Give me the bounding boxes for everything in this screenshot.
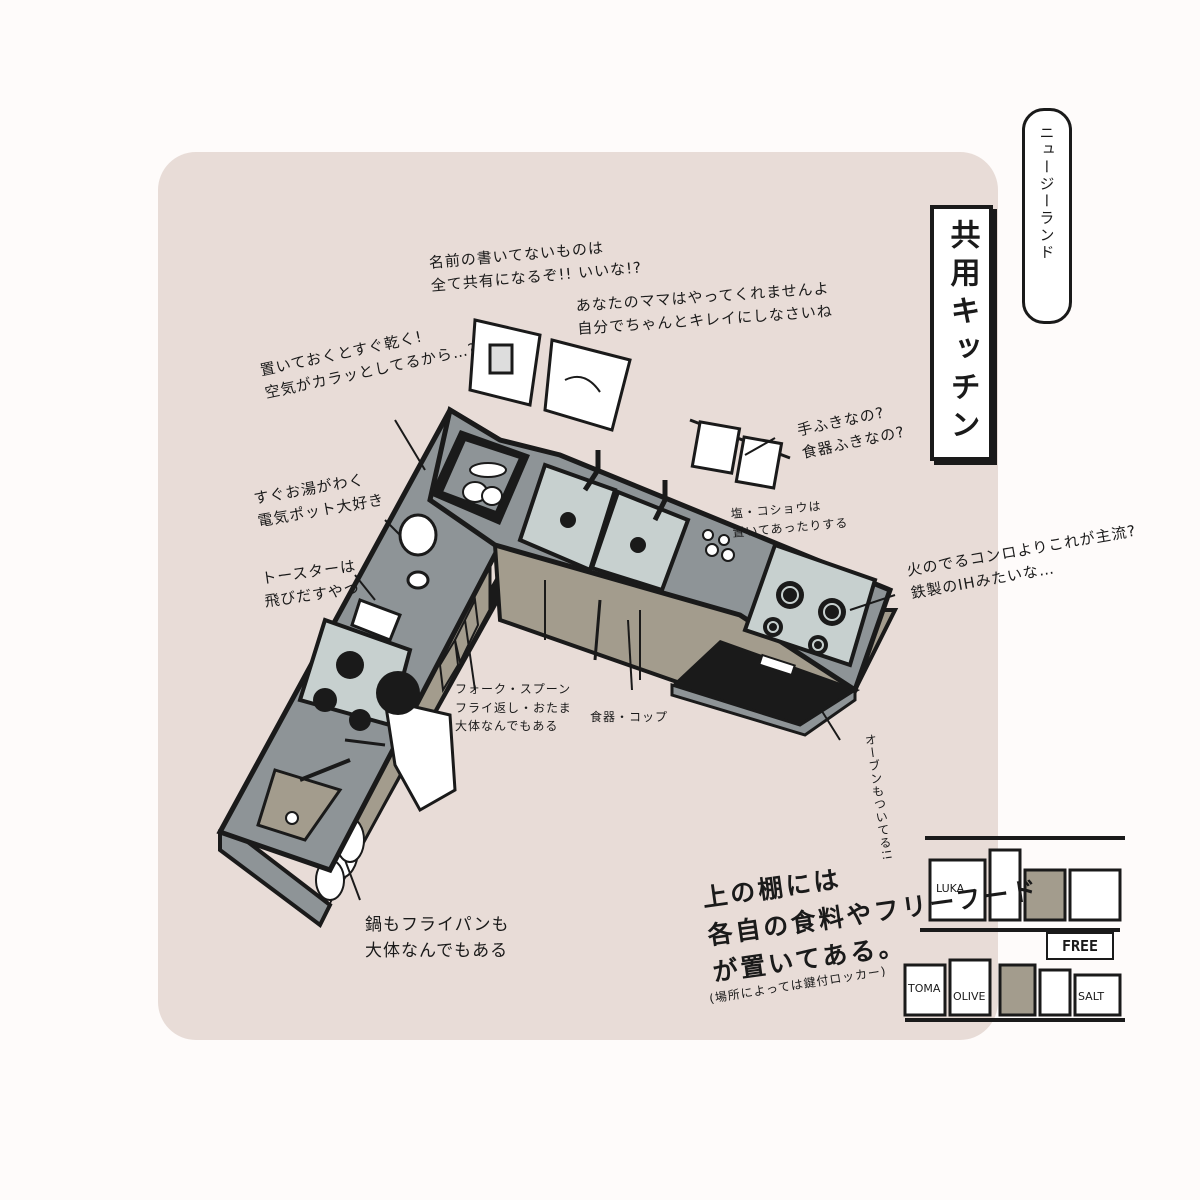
poster-left-icon	[468, 318, 542, 407]
free-shelf-label: FREE	[1046, 932, 1114, 960]
salt-pepper-icon	[702, 529, 735, 562]
callout-lines	[344, 419, 896, 901]
toaster-icon	[350, 598, 402, 642]
ih-stove-right-icon	[742, 542, 878, 668]
label-salt: SALT	[1078, 990, 1104, 1003]
speech-bubble-country: ニュージーランド	[1022, 108, 1072, 324]
oven-door	[672, 640, 860, 725]
person-cooking-icon	[344, 671, 457, 813]
faucet-icon	[582, 450, 668, 522]
shelves-illustration	[903, 836, 1125, 1022]
title-box: 共用キッチン	[930, 205, 993, 461]
label-luka: LUKA	[936, 882, 965, 895]
pans-note: 鍋もフライパンも 大体なんでもある	[365, 915, 510, 962]
cutting-board-icon	[256, 758, 351, 842]
towel-rail-icon	[689, 418, 791, 490]
dish-rack-icon	[430, 430, 530, 525]
shelf-labels: LUKA TOMA OLIVE SALT	[907, 882, 1104, 1003]
country-label: ニュージーランド	[1037, 125, 1056, 261]
double-sink-icon	[517, 462, 691, 593]
poster-right-icon	[543, 338, 632, 432]
drawer-note: フォーク・スプーン フライ返し・おたま 大体なんでもある	[455, 682, 572, 734]
cabinet-note: 食器・コップ	[590, 710, 669, 724]
label-olive: OLIVE	[953, 990, 986, 1003]
label-toma: TOMA	[907, 982, 941, 995]
page-title: 共用キッチン	[944, 219, 980, 447]
